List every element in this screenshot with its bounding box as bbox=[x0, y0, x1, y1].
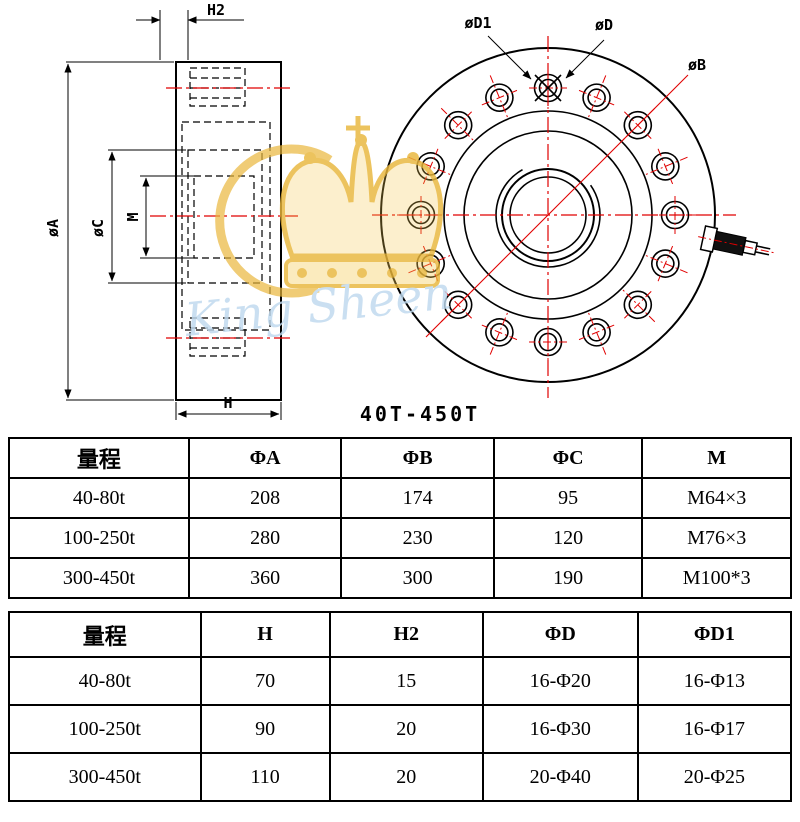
t2-r1-dia-d1: 16-Φ17 bbox=[636, 704, 793, 754]
t2-header-range: 量程 bbox=[8, 611, 202, 658]
dim-h: H bbox=[175, 394, 282, 420]
t2-r0-h2: 15 bbox=[328, 656, 484, 706]
cable-connector bbox=[698, 225, 774, 256]
t2-r2-range: 300-450t bbox=[8, 752, 202, 802]
t1-r0-dia-a: 208 bbox=[187, 477, 343, 519]
table-row: 100-250t 280 230 120 M76×3 bbox=[8, 517, 792, 559]
t1-r2-dia-b: 300 bbox=[340, 557, 495, 599]
t1-r2-dia-c: 190 bbox=[492, 557, 644, 599]
table-row: 300-450t 110 20 20-Φ40 20-Φ25 bbox=[8, 752, 793, 802]
t1-r0-dia-b: 174 bbox=[340, 477, 495, 519]
dim-label-m: M bbox=[124, 212, 142, 221]
leader-dia-d: øD bbox=[565, 16, 613, 79]
t1-r1-dia-a: 280 bbox=[187, 517, 343, 559]
t2-r2-dia-d1: 20-Φ25 bbox=[636, 752, 793, 802]
t2-r2-h: 110 bbox=[199, 752, 331, 802]
t2-r1-dia-d: 16-Φ30 bbox=[481, 704, 639, 754]
dim-label-dia-b: øB bbox=[688, 56, 706, 74]
drawings-svg: H2 øA øC M bbox=[44, 1, 774, 420]
t2-r0-h: 70 bbox=[199, 656, 331, 706]
t2-header-h: H bbox=[199, 611, 331, 658]
t1-r0-m: M64×3 bbox=[641, 477, 792, 519]
t2-r1-h: 90 bbox=[199, 704, 331, 754]
t2-r0-dia-d1: 16-Φ13 bbox=[636, 656, 793, 706]
dimensions-table-secondary: 量程 H H2 ΦD ΦD1 40-80t 70 15 16-Φ20 16-Φ1… bbox=[8, 611, 793, 802]
t2-r2-h2: 20 bbox=[328, 752, 484, 802]
t2-r0-dia-d: 16-Φ20 bbox=[481, 656, 639, 706]
t1-r1-dia-c: 120 bbox=[492, 517, 644, 559]
t2-r1-range: 100-250t bbox=[8, 704, 202, 754]
t1-r0-dia-c: 95 bbox=[492, 477, 644, 519]
front-view: øD1 øD øB bbox=[372, 14, 774, 398]
t2-r0-range: 40-80t bbox=[8, 656, 202, 706]
dim-label-h: H bbox=[223, 394, 232, 412]
side-view: H2 øA øC M bbox=[44, 1, 298, 420]
dim-label-dia-d1: øD1 bbox=[464, 14, 491, 32]
dim-label-h2: H2 bbox=[207, 1, 225, 19]
table-row: 40-80t 208 174 95 M64×3 bbox=[8, 477, 792, 519]
model-range-caption: 40T-450T bbox=[359, 402, 481, 426]
dim-h2: H2 bbox=[136, 1, 244, 60]
t1-header-m: M bbox=[641, 437, 792, 479]
t1-r1-m: M76×3 bbox=[641, 517, 792, 559]
t2-r1-h2: 20 bbox=[328, 704, 484, 754]
watermark: King Sheen bbox=[181, 116, 454, 347]
dimensions-table-primary: 量程 ΦA ΦB ΦC M 40-80t 208 174 95 M64×3 10… bbox=[8, 437, 792, 599]
dim-m: M bbox=[124, 175, 194, 259]
dim-label-dia-c: øC bbox=[89, 219, 107, 237]
t1-r0-range: 40-80t bbox=[8, 477, 190, 519]
table-row: 300-450t 360 300 190 M100*3 bbox=[8, 557, 792, 599]
t2-header-dia-d1: ΦD1 bbox=[636, 611, 793, 658]
t1-header-dia-c: ΦC bbox=[492, 437, 644, 479]
crown-logo-icon bbox=[215, 116, 443, 298]
t1-r2-m: M100*3 bbox=[641, 557, 792, 599]
table-row: 100-250t 90 20 16-Φ30 16-Φ17 bbox=[8, 704, 793, 754]
dim-dia-c: øC bbox=[89, 149, 186, 284]
table1-header-row: 量程 ΦA ΦB ΦC M bbox=[8, 437, 792, 479]
t1-r1-dia-b: 230 bbox=[340, 517, 495, 559]
t1-r2-dia-a: 360 bbox=[187, 557, 343, 599]
t1-header-dia-a: ΦA bbox=[187, 437, 343, 479]
t1-r1-range: 100-250t bbox=[8, 517, 190, 559]
t2-r2-dia-d: 20-Φ40 bbox=[481, 752, 639, 802]
leader-dia-d1: øD1 bbox=[464, 14, 532, 80]
t2-header-dia-d: ΦD bbox=[481, 611, 639, 658]
t1-header-range: 量程 bbox=[8, 437, 190, 479]
t1-r2-range: 300-450t bbox=[8, 557, 190, 599]
table-row: 40-80t 70 15 16-Φ20 16-Φ13 bbox=[8, 656, 793, 706]
t2-header-h2: H2 bbox=[328, 611, 484, 658]
dim-label-dia-d: øD bbox=[595, 16, 613, 34]
t1-header-dia-b: ΦB bbox=[340, 437, 495, 479]
dim-dia-a: øA bbox=[44, 61, 174, 401]
dim-label-dia-a: øA bbox=[44, 219, 62, 237]
table2-header-row: 量程 H H2 ΦD ΦD1 bbox=[8, 611, 793, 658]
